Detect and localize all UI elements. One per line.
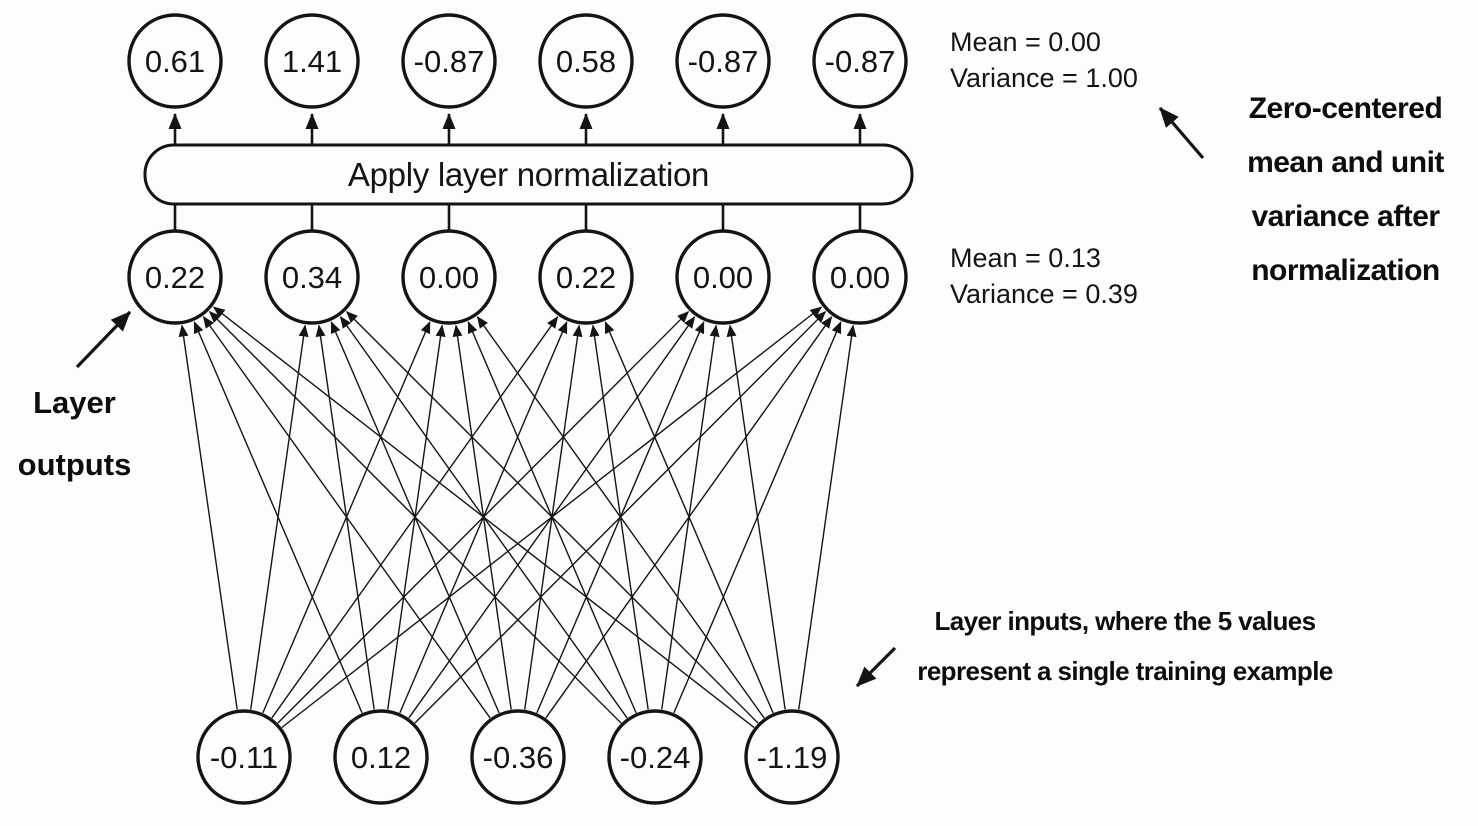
connection-line-input2-output0 — [202, 316, 491, 719]
connection-line-input3-output0 — [208, 310, 622, 724]
top-node-value-4: -0.87 — [688, 44, 759, 79]
stats-before-normalization: Mean = 0.13 Variance = 0.39 — [950, 240, 1138, 312]
top-node-value-2: -0.87 — [414, 44, 485, 79]
top-node-value-5: -0.87 — [825, 44, 896, 79]
middle-node-value-4: 0.00 — [693, 260, 753, 295]
connection-line-input4-output5 — [798, 324, 857, 710]
annotation-zero-centered-line: normalization — [1251, 254, 1440, 287]
middle-node-0 — [127, 229, 223, 325]
middle-node-3 — [538, 229, 634, 325]
top-node-value-0: 0.61 — [145, 44, 205, 79]
middle-node-value-1: 0.34 — [282, 260, 342, 295]
top-node-4 — [675, 13, 771, 109]
middle-node-value-2: 0.00 — [419, 260, 479, 295]
variance-after-label: Variance = 1.00 — [950, 63, 1138, 93]
annotation-layer-outputs-line: outputs — [17, 447, 132, 482]
annotation-layer-inputs-line: represent a single training example — [917, 656, 1333, 686]
annotation-zero-centered: Zero-centered mean and unit variance aft… — [1188, 82, 1478, 298]
bottom-node-1 — [333, 709, 429, 805]
top-node-1 — [264, 13, 360, 109]
middle-node-1 — [264, 229, 360, 325]
connection-line-input4-output2 — [476, 316, 765, 719]
annotation-layer-inputs-line: Layer inputs, where the 5 values — [934, 606, 1316, 636]
middle-node-value-0: 0.22 — [145, 260, 205, 295]
variance-before-label: Variance = 0.39 — [950, 279, 1138, 309]
middle-node-5 — [812, 229, 908, 325]
annotation-zero-centered-line: Zero-centered — [1248, 92, 1443, 125]
zero-centered-arrow — [1158, 106, 1205, 160]
bottom-node-3 — [607, 709, 703, 805]
normalization-box — [143, 143, 914, 206]
annotation-zero-centered-line: mean and unit — [1247, 146, 1444, 179]
middle-node-value-5: 0.00 — [830, 260, 890, 295]
top-node-3 — [538, 13, 634, 109]
bottom-node-value-4: -1.19 — [757, 740, 828, 775]
annotation-zero-centered-line: variance after — [1251, 200, 1440, 233]
annotation-layer-inputs: Layer inputs, where the 5 values represe… — [875, 596, 1375, 696]
connection-line-input1-output0 — [193, 321, 363, 714]
bottom-node-value-1: 0.12 — [351, 740, 411, 775]
mean-before-label: Mean = 0.13 — [950, 243, 1101, 273]
middle-node-4 — [675, 229, 771, 325]
stats-after-normalization: Mean = 0.00 Variance = 1.00 — [950, 24, 1138, 96]
connection-line-input0-output0 — [178, 324, 238, 710]
annotation-layer-outputs: Layer outputs — [2, 372, 147, 496]
layer-outputs-arrow — [75, 310, 132, 369]
top-node-value-3: 0.58 — [556, 44, 616, 79]
connection-line-input4-output0 — [212, 306, 755, 729]
bottom-node-value-0: -0.11 — [210, 740, 278, 775]
bottom-node-value-3: -0.24 — [620, 740, 691, 775]
bottom-node-4 — [744, 709, 840, 805]
top-node-value-1: 1.41 — [282, 44, 342, 79]
bottom-node-2 — [470, 709, 566, 805]
bottom-node-0 — [196, 709, 292, 805]
normalization-box-label: Apply layer normalization — [347, 155, 710, 193]
bottom-node-value-2: -0.36 — [483, 740, 554, 775]
connection-line-input4-output4 — [726, 324, 786, 710]
top-node-2 — [401, 13, 497, 109]
top-node-5 — [812, 13, 908, 109]
top-node-0 — [127, 13, 223, 109]
layer-inputs-arrow — [855, 646, 897, 688]
connection-line-input4-output3 — [604, 321, 774, 714]
mean-after-label: Mean = 0.00 — [950, 27, 1101, 57]
middle-node-value-3: 0.22 — [556, 260, 616, 295]
connection-line-input4-output1 — [345, 310, 759, 724]
annotation-layer-outputs-line: Layer — [33, 385, 116, 420]
middle-node-2 — [401, 229, 497, 325]
